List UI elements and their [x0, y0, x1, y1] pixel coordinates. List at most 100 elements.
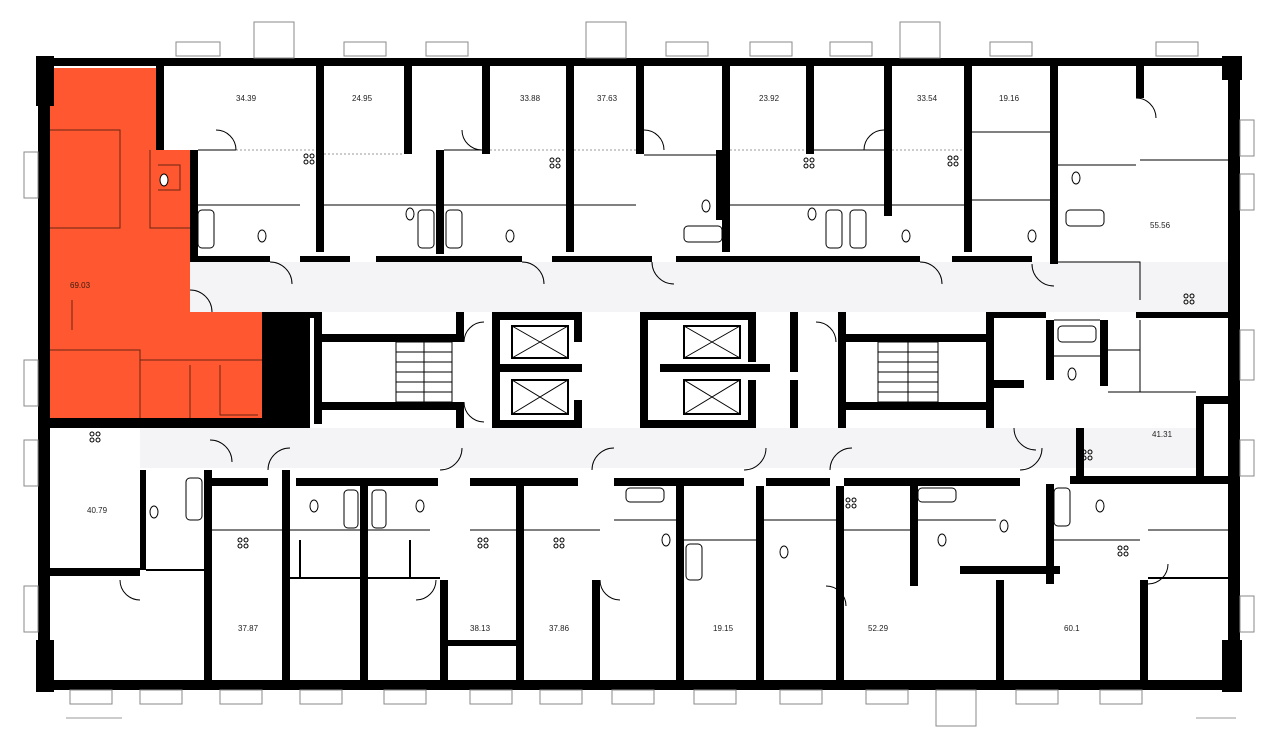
bathtub-icon: [445, 209, 463, 249]
bathtub-icon: [849, 209, 867, 249]
window-icon: [829, 41, 873, 57]
door-swing-icon: [829, 447, 853, 471]
window-icon: [1155, 41, 1199, 57]
elevator-icon: [511, 325, 569, 359]
bathtub-icon: [1065, 209, 1105, 227]
window-icon: [23, 439, 39, 487]
stove-icon: [237, 537, 249, 549]
toilet-icon: [257, 229, 267, 243]
highlighted-apartment[interactable]: [50, 68, 262, 418]
door-swing-icon: [463, 321, 485, 343]
stove-icon: [89, 431, 101, 443]
bathtub-icon: [371, 489, 387, 529]
window-icon: [253, 21, 295, 59]
toilet-icon: [999, 519, 1009, 533]
south-partitions: [50, 470, 1228, 680]
apartment-area-label: 23.92: [759, 94, 780, 103]
apartment-area-label: 33.54: [917, 94, 938, 103]
door-swing-icon: [1019, 447, 1043, 471]
toilet-icon: [661, 533, 671, 547]
lower-corridor: [140, 428, 1200, 468]
door-swings: [119, 97, 1169, 607]
window-icon: [1239, 329, 1255, 381]
east-partitions: [1046, 312, 1228, 484]
bathroom-fixtures: [149, 171, 1105, 581]
bathtub-icon: [917, 487, 957, 503]
stove-icon: [553, 537, 565, 549]
bathtub-icon: [1057, 325, 1097, 343]
window-icon: [1015, 689, 1059, 705]
elevator-icon: [683, 379, 741, 415]
toilet-icon: [415, 499, 425, 513]
apartment-area-label: 37.86: [549, 624, 570, 633]
stove-icon: [1183, 293, 1195, 305]
window-icon: [899, 21, 941, 59]
door-swing-icon: [269, 261, 293, 285]
door-swing-icon: [267, 447, 291, 471]
outer-walls: [38, 58, 1240, 690]
apartment-area-label: 41.31: [1152, 430, 1173, 439]
bathtub-icon: [625, 487, 665, 503]
apartment-area-label: 19.16: [999, 94, 1020, 103]
window-icon: [469, 689, 513, 705]
door-swing-icon: [599, 579, 621, 601]
bathtub-icon: [185, 477, 203, 521]
top-windows: [175, 21, 1199, 59]
apartment-area-label: 37.87: [238, 624, 259, 633]
apartment-area-label: 24.95: [352, 94, 373, 103]
apartment-area-label: 37.63: [597, 94, 618, 103]
door-swing-icon: [439, 447, 463, 471]
door-swing-icon: [1031, 263, 1055, 287]
window-icon: [779, 689, 823, 705]
window-icon: [23, 359, 39, 407]
window-icon: [175, 41, 221, 57]
stove-icon: [1117, 545, 1129, 557]
bathtub-icon: [685, 543, 703, 581]
bathtub-icon: [825, 209, 843, 249]
door-swing-icon: [815, 321, 837, 343]
apartment-area-label: 52.29: [868, 624, 889, 633]
window-icon: [665, 41, 709, 57]
bathtub-icon: [197, 209, 215, 249]
highlighted-apartment-inner-lines: [50, 129, 262, 418]
elevator-icon: [683, 325, 741, 359]
north-interior-lines: [198, 131, 1228, 300]
window-icon: [989, 41, 1033, 57]
apartment-area-label: 34.39: [236, 94, 257, 103]
door-swing-icon: [1135, 97, 1157, 119]
apartment-area-label: 19.15: [713, 624, 734, 633]
window-icon: [219, 689, 263, 705]
corner-blocks: [36, 56, 1242, 692]
window-icon: [693, 689, 737, 705]
upper-corridor: [190, 262, 1240, 312]
window-icon: [1239, 119, 1255, 157]
bottom-windows: [69, 689, 1143, 727]
side-windows: [23, 119, 1255, 633]
toilet-icon: [405, 207, 415, 221]
toilet-icon: [901, 229, 911, 243]
stove-icons: [89, 153, 1195, 557]
toilet-icon: [159, 173, 169, 187]
toilet-icon: [701, 199, 711, 213]
apartment-area-label: 38.13: [470, 624, 491, 633]
window-icon: [139, 689, 183, 705]
apartment-area-label: 33.88: [520, 94, 541, 103]
area-labels: 69.03 34.39 24.95 33.88 37.63 23.92 33.5…: [70, 94, 1173, 633]
window-icon: [299, 689, 343, 705]
door-swing-icon: [591, 447, 615, 471]
door-swing-icon: [743, 447, 767, 471]
stair-icon: [395, 341, 453, 403]
stove-icon: [477, 537, 489, 549]
toilet-icon: [1095, 499, 1105, 513]
door-swing-icon: [415, 579, 437, 601]
window-icon: [23, 151, 39, 199]
door-swing-icon: [119, 579, 141, 601]
window-icon: [383, 689, 427, 705]
toilet-icon: [779, 545, 789, 559]
stove-icon: [303, 153, 315, 165]
door-swing-icon: [461, 129, 483, 151]
door-swing-icon: [463, 401, 485, 423]
window-icon: [865, 689, 909, 705]
window-icon: [539, 689, 583, 705]
